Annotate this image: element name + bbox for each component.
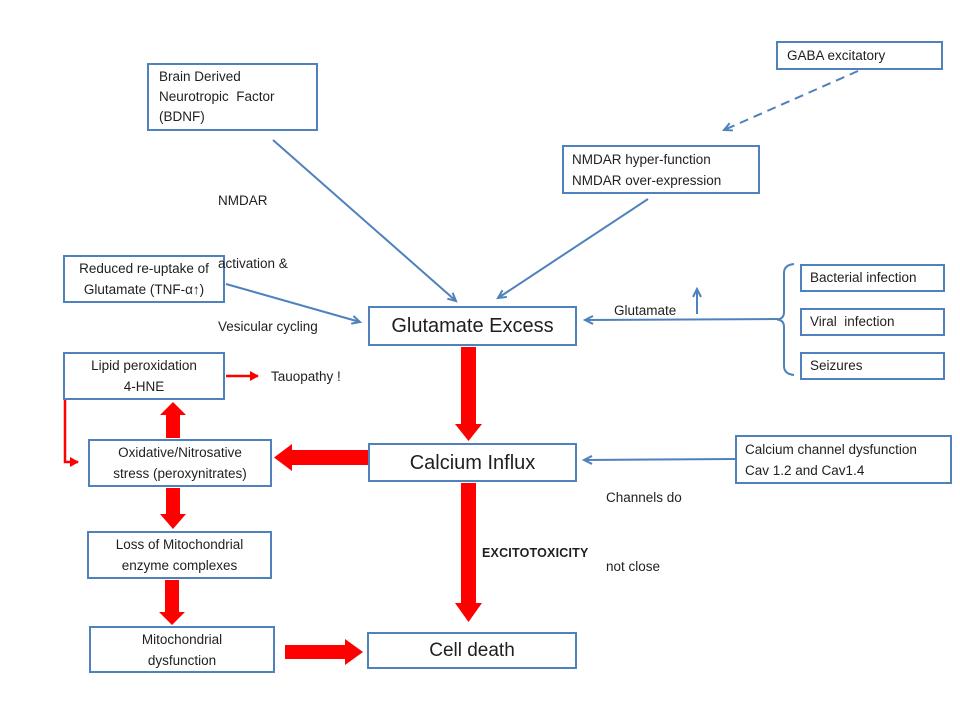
box-lipid-line: Lipid peroxidation [91,358,197,373]
box-calcium-channel-dysfunction: Calcium channel dysfunction Cav 1.2 and … [735,435,952,484]
arrow-gaba-to-nmdar-dashed [721,70,859,132]
label-nmdar-activation: NMDAR activation & Vesicular cycling [218,148,318,379]
box-gaba-label: GABA excitatory [787,47,886,63]
box-calcium-influx-label: Calcium Influx [409,451,536,474]
box-viral-infection: Viral infection [800,308,945,336]
label-glutamate: Glutamate [614,303,677,318]
arrow-oxidative-to-lipid [160,402,186,438]
box-loss-mito-line: enzyme complexes [121,558,238,573]
arrow-nmdar-to-glutamate-excess [496,198,649,300]
box-loss-mitochondrial-enzymes: Loss of Mitochondrial enzyme complexes [87,531,272,579]
label-nmdar-activation-line: activation & [218,256,288,271]
box-gaba-excitatory: GABA excitatory [776,41,943,70]
box-bacterial-infection: Bacterial infection [800,264,945,292]
box-bdnf-line: (BDNF) [159,109,205,124]
arrow-reuptake-to-glutamate-excess [225,283,363,325]
arrow-loss-mito-to-mito-dysfunction [159,580,185,625]
arrow-calcium-influx-to-cell-death [455,483,482,622]
label-channels-line: Channels do [606,490,682,505]
box-lipid-peroxidation: Lipid peroxidation 4-HNE [63,352,225,400]
arrow-bdnf-to-glutamate-excess [272,139,458,303]
label-nmdar-activation-line: NMDAR [218,193,268,208]
label-tauopathy: Tauopathy ! [271,369,341,384]
box-nmdar-line: NMDAR over-expression [572,172,722,188]
box-bdnf-line: Neurotropic Factor [159,89,275,104]
arrow-glutamate-excess-to-calcium-influx [455,347,482,441]
box-bdnf-line: Brain Derived [159,69,241,84]
box-nmdar-hyperfunction: NMDAR hyper-function NMDAR over-expressi… [562,145,760,194]
arrow-lipid-to-oxidative-feedback [63,400,79,467]
box-reuptake-line: Reduced re-uptake of [79,261,209,276]
box-mito-dysfunction-line: dysfunction [147,652,217,668]
box-ca-channel-line: Cav 1.2 and Cav1.4 [745,462,865,478]
box-loss-mito-line: Loss of Mitochondrial [115,537,244,552]
box-cell-death-label: Cell death [429,639,515,661]
box-seizures: Seizures [800,352,945,380]
box-oxidative-line: Oxidative/Nitrosative [118,445,242,460]
arrow-mito-dysfunction-to-cell-death [285,639,363,665]
label-channels-line: not close [606,559,661,574]
box-oxidative-line: stress (peroxynitrates) [113,466,247,481]
arrow-ca-channel-to-calcium-influx [581,455,736,465]
box-seizures-label: Seizures [810,358,863,373]
box-mitochondrial-dysfunction: Mitochondrial dysfunction [89,626,275,673]
arrow-calcium-influx-to-oxidative [274,444,368,471]
brace-causes [776,263,795,376]
box-calcium-influx: Calcium Influx [368,443,577,482]
box-oxidative-stress: Oxidative/Nitrosative stress (peroxynitr… [88,439,272,487]
box-ca-channel-line: Calcium channel dysfunction [745,441,917,457]
arrow-oxidative-to-loss-mito [160,488,186,529]
arrow-glutamate-to-glutamate-excess [582,315,779,325]
box-bacterial-label: Bacterial infection [810,270,917,285]
label-nmdar-activation-line: Vesicular cycling [218,319,318,334]
label-excitotoxicity: EXCITOTOXICITY [482,546,589,560]
box-mito-dysfunction-line: Mitochondrial [141,631,223,647]
box-reuptake-line: Glutamate (TNF-α↑) [83,282,205,297]
box-reduced-reuptake: Reduced re-uptake of Glutamate (TNF-α↑) [63,255,225,303]
box-glutamate-excess: Glutamate Excess [368,306,577,346]
box-nmdar-line: NMDAR hyper-function [572,151,711,167]
box-viral-label: Viral infection [810,314,895,329]
box-cell-death: Cell death [367,632,577,669]
label-channels-do-not-close: Channels do not close [606,440,682,624]
box-bdnf: Brain Derived Neurotropic Factor (BDNF) [147,63,318,131]
box-glutamate-excess-label: Glutamate Excess [391,315,554,337]
box-lipid-line: 4-HNE [123,379,165,394]
